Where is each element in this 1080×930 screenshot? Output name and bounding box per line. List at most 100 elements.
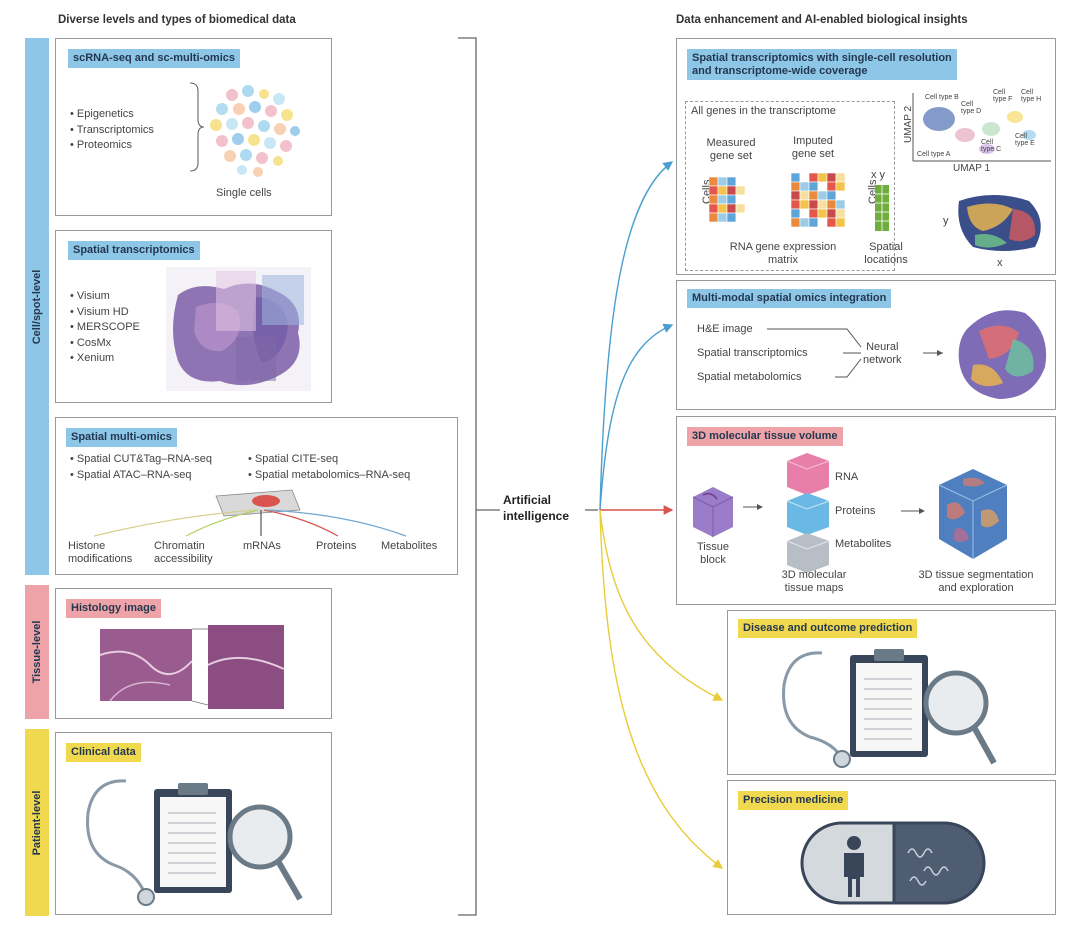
matrix-cell (790, 173, 801, 183)
imputed-line1: Imputed (793, 135, 833, 147)
patient-level-bar: Patient-level (25, 729, 49, 916)
clinical-title: Clinical data (66, 743, 141, 762)
scrna-item: Transcriptomics (70, 123, 154, 139)
disease-panel: Disease and outcome prediction (727, 610, 1056, 775)
cell-type-a: Cell type A (917, 151, 951, 158)
matrix-cell (735, 212, 746, 223)
matrix-cell (817, 173, 828, 183)
matrix-cell (799, 217, 810, 228)
precision-panel: Precision medicine (727, 780, 1056, 915)
tissue-section-graphic (166, 267, 311, 391)
multiomics-list-col1: Spatial CUT&Tag–RNA-seq Spatial ATAC–RNA… (70, 452, 212, 483)
spatial-item: Visium (70, 289, 140, 305)
matrix-cell (826, 208, 837, 219)
multiomics-item: Spatial metabolomics–RNA-seq (248, 468, 410, 484)
matrix-cell (726, 185, 737, 196)
molecular-maps-line2: tissue maps (784, 582, 844, 595)
histology-images (100, 625, 285, 709)
cell-type-f: Cell type F (993, 89, 1013, 103)
matrix-cell (790, 181, 801, 192)
matrix-cell (808, 181, 819, 192)
molecular-maps-line1: 3D molecular (781, 569, 847, 581)
person-icon (847, 836, 861, 850)
cell-type-h: Cell type H (1021, 89, 1042, 103)
segmentation-line2: and exploration (938, 582, 1014, 595)
matrix-cell (790, 217, 801, 228)
matrix-cell (826, 181, 837, 192)
neural-line: Neural (866, 341, 899, 353)
arrow-to-precision (599, 509, 724, 869)
matrix-cell (835, 173, 846, 183)
multiomics-panel: Spatial multi-omics Spatial CUT&Tag–RNA-… (55, 417, 458, 575)
histone-line2: modifications (68, 553, 133, 566)
matrix-cell (808, 217, 819, 228)
cell-type-d: Cell type D (961, 101, 982, 115)
multiomics-item: Spatial ATAC–RNA-seq (70, 468, 212, 484)
metabolites-label: Metabolites (381, 540, 438, 552)
matrix-cell (835, 217, 846, 228)
matrix-cell (726, 176, 737, 187)
matrix-cell (726, 194, 737, 205)
ai-label: Artificial intelligence (503, 492, 569, 524)
spatial-map (953, 191, 1049, 255)
disease-title: Disease and outcome prediction (738, 619, 918, 638)
left-header: Diverse levels and types of biomedical d… (58, 14, 296, 26)
integrated-tissue-graphic (958, 310, 1047, 399)
scrna-title: scRNA-seq and sc-multi-omics (68, 49, 240, 68)
matrix-cell (709, 185, 719, 196)
multiomics-item: Spatial CUT&Tag–RNA-seq (70, 452, 212, 468)
matrix-cell (709, 194, 719, 205)
multiomics-item: Spatial CITE-seq (248, 452, 410, 468)
umap-plot (912, 93, 1051, 162)
matrix-cell (808, 190, 819, 201)
segmentation-line1: 3D tissue segmentation (918, 569, 1034, 581)
segmentation-cube (938, 469, 1008, 559)
bracket (458, 37, 477, 916)
pill-capsule-graphic (800, 821, 986, 905)
umap2-label: UMAP 2 (903, 105, 914, 143)
umap1-label: UMAP 1 (953, 163, 991, 174)
matrix-cell (717, 194, 728, 205)
tissue-block-line1: Tissue (697, 541, 729, 553)
matrix-cell (735, 176, 746, 187)
multimodal-panel: Multi-modal spatial omics integration H&… (676, 280, 1056, 410)
clinical-panel: Clinical data (55, 732, 332, 915)
matrix-cell (717, 176, 728, 187)
st-sc-title: Spatial transcriptomics with single-cell… (687, 49, 957, 81)
multiomics-list-col2: Spatial CITE-seq Spatial metabolomics–RN… (248, 452, 410, 483)
volume-title: 3D molecular tissue volume (687, 427, 843, 446)
matrix-cell (817, 199, 828, 210)
matrix-cell (709, 212, 719, 223)
chromatin-line2: accessibility (154, 553, 213, 566)
spatial-locations-line2: locations (864, 254, 908, 267)
measured-line2: gene set (709, 150, 753, 163)
slide-fan-graphic (93, 489, 407, 537)
matrix-cell (735, 203, 746, 214)
cell-level-bar: Cell/spot-level (25, 38, 49, 575)
rna-layer-label: RNA (835, 471, 859, 483)
matrix-cell (790, 190, 801, 201)
matrix-cell (799, 181, 810, 192)
st-sc-title-line2: and transcriptome-wide coverage (692, 64, 868, 77)
histology-panel: Histology image (55, 588, 332, 719)
input-sm: Spatial metabolomics (697, 371, 802, 383)
matrix-cell (835, 208, 846, 219)
spatial-locations-bar (875, 185, 889, 231)
arrow-to-disease (599, 509, 724, 701)
matrix-cell (808, 199, 819, 210)
molecular-maps-graphic (786, 453, 830, 573)
matrix-cell (817, 217, 828, 228)
scrna-item: Proteomics (70, 138, 154, 154)
proteins-layer-label: Proteins (835, 505, 876, 517)
network-line: network (863, 354, 902, 367)
matrix-cell (790, 199, 801, 210)
matrix-cell (826, 199, 837, 210)
